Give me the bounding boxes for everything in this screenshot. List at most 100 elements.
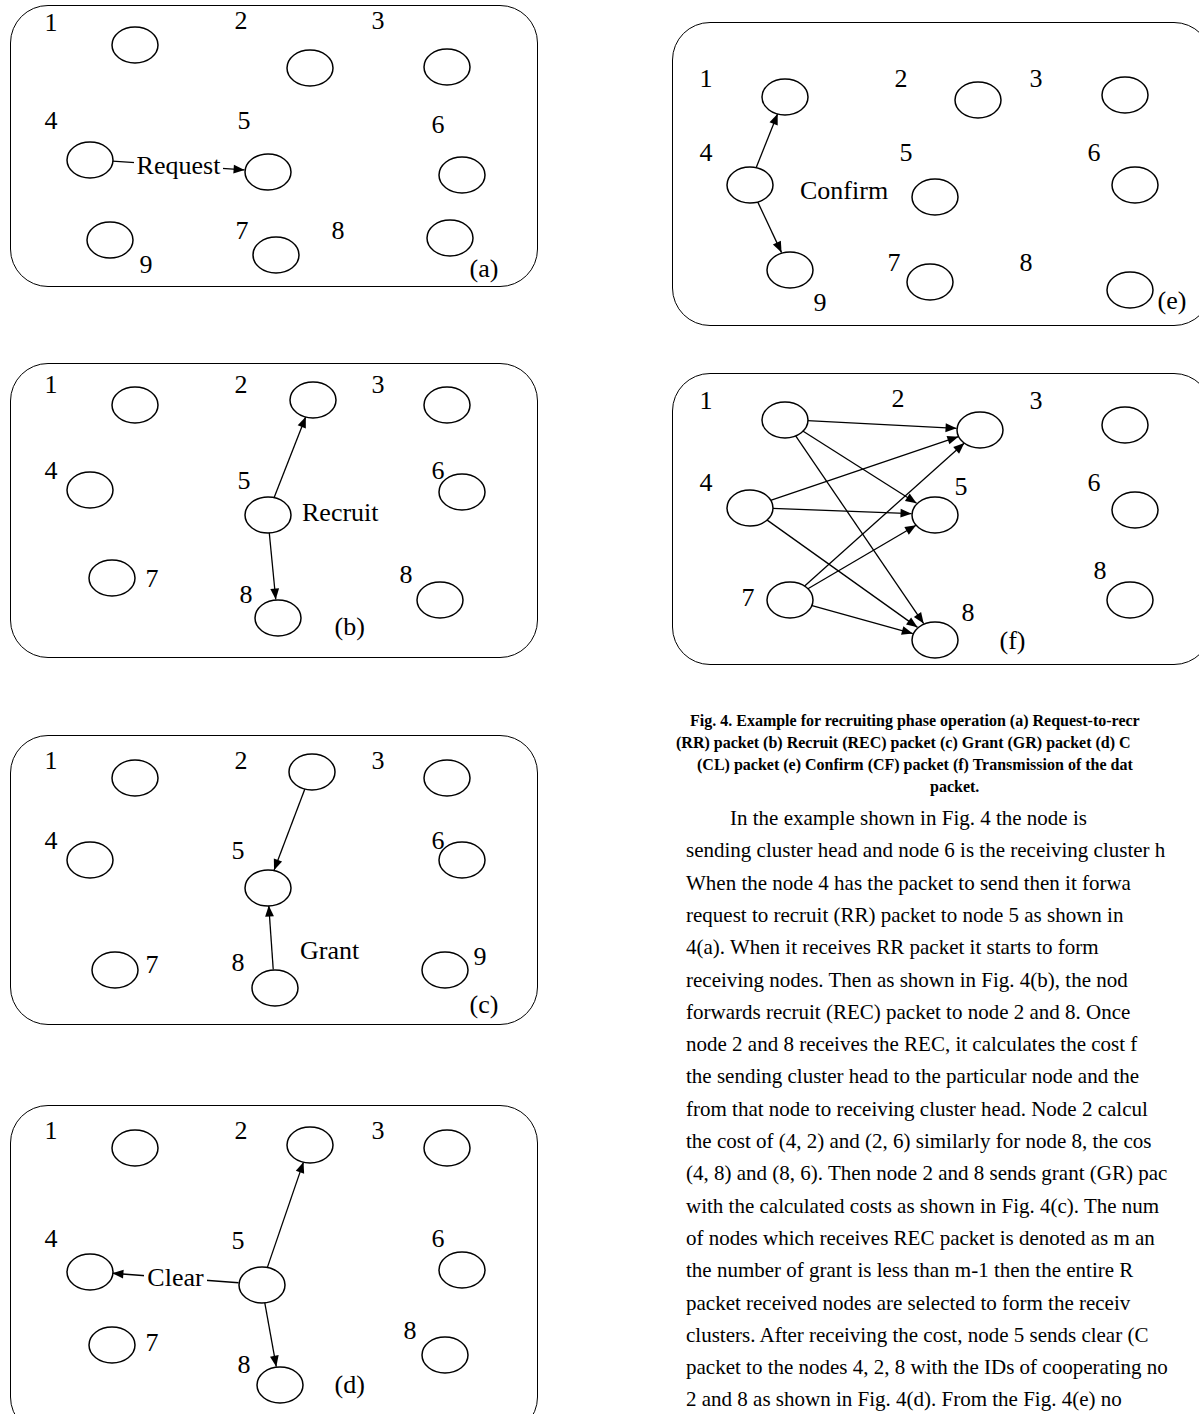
edge-arrow [808,525,916,588]
circle-shape [427,220,473,256]
circle-outline [1111,166,1159,204]
edge-arrow [756,114,777,168]
edge-arrow [269,532,276,599]
circle-shape [912,497,958,533]
circle-outline [438,841,486,879]
node-number: 6 [432,458,445,484]
circle-shape [67,472,113,508]
edge-arrow [795,435,923,623]
node-circle: 4 [66,1253,114,1291]
body-line: receiving nodes. Then as shown in Fig. 4… [686,968,1128,992]
body-line: 2 and 8 as shown in Fig. 4(d). From the … [686,1387,1122,1411]
circle-outline [66,471,114,509]
node-circle: 9 [766,251,814,289]
node-number: 5 [238,468,251,494]
circle-shape [245,154,291,190]
circle-outline [238,1266,286,1304]
edge-arrow [766,520,917,628]
node-number: 1 [45,372,58,398]
body-line: packet to the nodes 4, 2, 8 with the IDs… [686,1355,1168,1379]
node-number: 8 [962,600,975,626]
node-circle: 8 [416,581,464,619]
node-number: 7 [146,566,159,592]
body-line: sending cluster head and node 6 is the r… [686,838,1165,862]
node-number: 5 [232,1228,245,1254]
circle-shape [1102,77,1148,113]
circle-outline [766,251,814,289]
circle-shape [727,167,773,203]
node-number: 2 [235,748,248,774]
panel-letter: (b) [335,614,365,640]
node-number: 2 [895,66,908,92]
circle-outline [252,236,300,274]
circle-outline [288,753,336,791]
circle-outline [761,401,809,439]
node-number: 8 [400,562,413,588]
circle-shape [67,142,113,178]
circle-outline [426,219,474,257]
panel-letter: (e) [1158,288,1187,314]
panel-box: (e)123456978 [672,22,1199,326]
panel-letter: (f) [1000,628,1026,654]
circle-outline [766,581,814,619]
body-line: (4, 8) and (8, 6). Then node 2 and 8 sen… [686,1161,1167,1185]
node-number: 9 [814,290,827,316]
edge-arrow [811,605,913,633]
circle-outline [1111,491,1159,529]
circle-outline [726,489,774,527]
node-circle: 6 [438,473,486,511]
node-number: 7 [888,250,901,276]
node-circle: 7 [906,263,954,301]
node-number: 7 [146,952,159,978]
circle-shape [67,1254,113,1290]
circle-outline [423,48,471,86]
circle-outline [761,78,809,116]
circle-shape [67,842,113,878]
node-circle: 8 [1106,271,1154,309]
edge-arrow [265,1302,277,1366]
node-circle: 7 [88,559,136,597]
caption-line: (CL) packet (e) Confirm (CF) packet (f) … [697,756,1133,774]
circle-shape [289,754,335,790]
node-circle: 2 [286,1126,334,1164]
node-circle: 4 [66,841,114,879]
node-circle: 3 [423,759,471,797]
circle-outline [954,81,1002,119]
node-circle: 7 [88,1326,136,1364]
circle-outline [111,386,159,424]
node-number: 3 [372,748,385,774]
node-number: 2 [235,8,248,34]
node-circle: 7 [252,236,300,274]
circle-outline [254,599,302,637]
circle-shape [767,582,813,618]
node-circle: 3 [423,386,471,424]
packet-label: Recruit [302,500,379,526]
circle-shape [424,387,470,423]
circle-shape [112,760,158,796]
node-circle: 9 [421,951,469,989]
circle-shape [439,157,485,193]
node-circle: 8 [1106,581,1154,619]
node-number: 1 [45,1118,58,1144]
packet-label: Grant [300,938,359,964]
edge-arrow [274,789,305,870]
packet-label: Confirm [800,178,888,204]
node-number: 5 [900,140,913,166]
body-line: In the example shown in Fig. 4 the node … [730,806,1087,830]
circle-outline [423,759,471,797]
edge-label: Clear [144,1265,206,1291]
caption-line: Fig. 4. Example for recruiting phase ope… [690,712,1140,730]
circle-shape [957,412,1003,448]
node-number: 5 [238,108,251,134]
edge-arrow [267,1162,303,1267]
circle-shape [92,952,138,988]
node-number: 7 [236,218,249,244]
circle-outline [86,221,134,259]
body-line: the sending cluster head to the particul… [686,1064,1139,1088]
panel-box: (b)123456788 [10,363,538,658]
body-line: of nodes which receives REC packet is de… [686,1226,1155,1250]
circle-outline [956,411,1004,449]
node-circle: 1 [111,26,159,64]
node-circle: 5 [911,178,959,216]
